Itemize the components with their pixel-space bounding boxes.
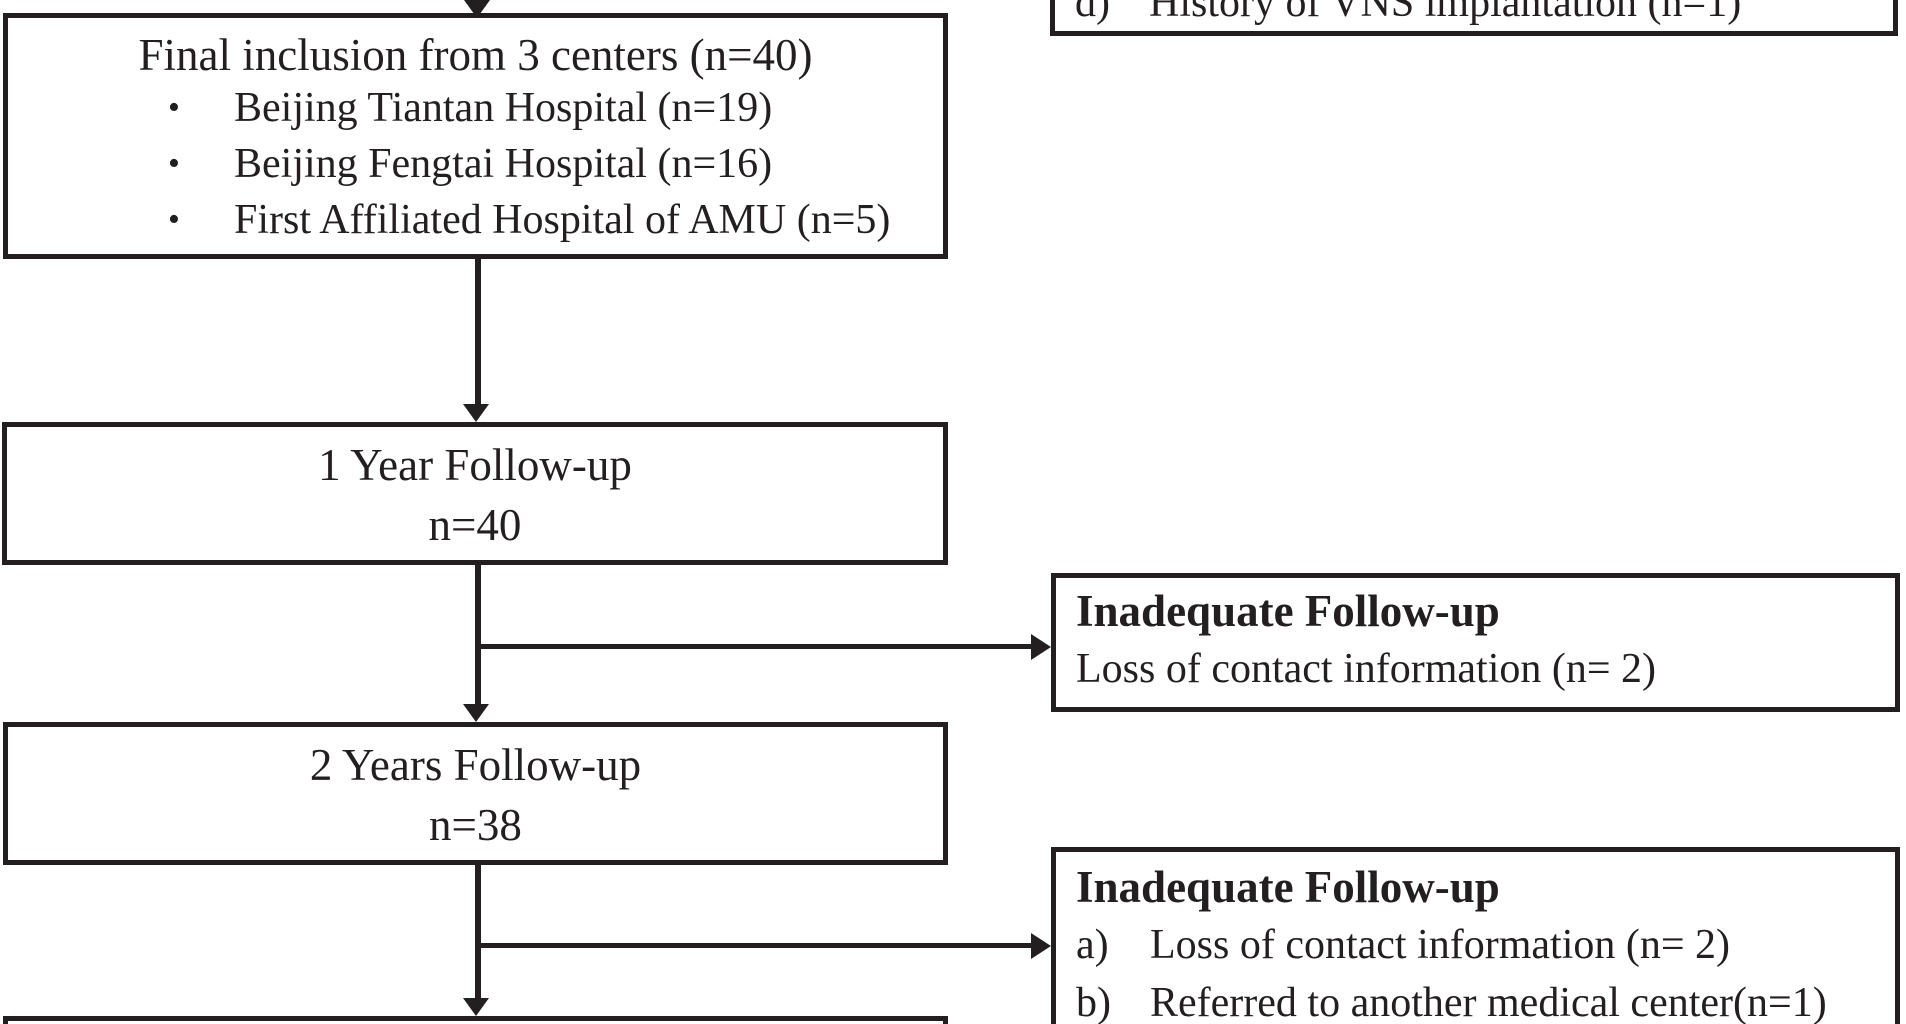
center-2-label: Beijing Fengtai Hospital (n=16)	[234, 141, 773, 187]
exclusion-item-d-text: History of VNS implantation (n=1)	[1149, 0, 1742, 26]
inadequate-2-item-a-text: Loss of contact information (n= 2)	[1150, 922, 1731, 968]
arrowhead-into-inadequate-1	[1031, 634, 1051, 660]
inadequate-1-title: Inadequate Follow-up	[1076, 586, 1500, 636]
exclusion-item-d: d) History of VNS implantation (n=1)	[1055, 0, 1741, 31]
connector-2yr-to-next	[475, 860, 481, 1000]
exclusion-box-top: d) History of VNS implantation (n=1)	[1050, 0, 1898, 36]
arrowhead-into-2yr	[463, 704, 489, 722]
followup-2yr-title: 2 Years Follow-up	[309, 740, 642, 790]
connector-1yr-to-2yr	[475, 560, 481, 706]
followup-1yr-box: 1 Year Follow-up n=40	[2, 422, 948, 565]
followup-2yr-count: n=38	[429, 800, 522, 850]
connector-branch-to-inadequate-1	[478, 644, 1033, 649]
followup-1yr-title: 1 Year Follow-up	[318, 440, 632, 490]
inadequate-2-item-b: b) Referred to another medical center(n=…	[1056, 974, 1895, 1024]
connector-final-to-1yr	[475, 258, 481, 406]
center-3-label: First Affiliated Hospital of AMU (n=5)	[234, 197, 891, 243]
inadequate-followup-box-1: Inadequate Follow-up Loss of contact inf…	[1051, 573, 1900, 712]
inadequate-2-item-b-text: Referred to another medical center(n=1)	[1150, 980, 1827, 1024]
connector-branch-to-inadequate-2	[478, 943, 1033, 948]
followup-2yr-box: 2 Years Follow-up n=38	[3, 722, 948, 865]
followup-1yr-count: n=40	[428, 500, 522, 550]
bottom-box-cutoff	[3, 1016, 948, 1024]
exclusion-item-d-label: d)	[1075, 0, 1110, 26]
inadequate-2-item-a-label: a)	[1076, 922, 1109, 968]
center-list-item: • Beijing Fengtai Hospital (n=16)	[160, 136, 943, 192]
inadequate-2-item-b-label: b)	[1076, 980, 1111, 1024]
center-list-item: • Beijing Tiantan Hospital (n=19)	[160, 80, 943, 136]
arrowhead-into-1yr	[463, 404, 489, 422]
final-inclusion-box: Final inclusion from 3 centers (n=40) • …	[3, 13, 948, 259]
bullet-icon: •	[168, 201, 180, 238]
center-1-label: Beijing Tiantan Hospital (n=19)	[234, 85, 773, 131]
arrowhead-into-inadequate-2	[1031, 933, 1051, 959]
inadequate-2-item-a: a) Loss of contact information (n= 2)	[1056, 916, 1895, 974]
center-list-item: • First Affiliated Hospital of AMU (n=5)	[160, 192, 943, 248]
final-inclusion-title: Final inclusion from 3 centers (n=40)	[138, 30, 813, 80]
inadequate-followup-box-2: Inadequate Follow-up a) Loss of contact …	[1051, 847, 1900, 1024]
inadequate-1-reason: Loss of contact information (n= 2)	[1076, 646, 1657, 692]
inadequate-2-title: Inadequate Follow-up	[1076, 862, 1500, 912]
arrowhead-into-bottom-box	[463, 998, 489, 1016]
bullet-icon: •	[168, 145, 180, 182]
bullet-icon: •	[168, 89, 180, 126]
